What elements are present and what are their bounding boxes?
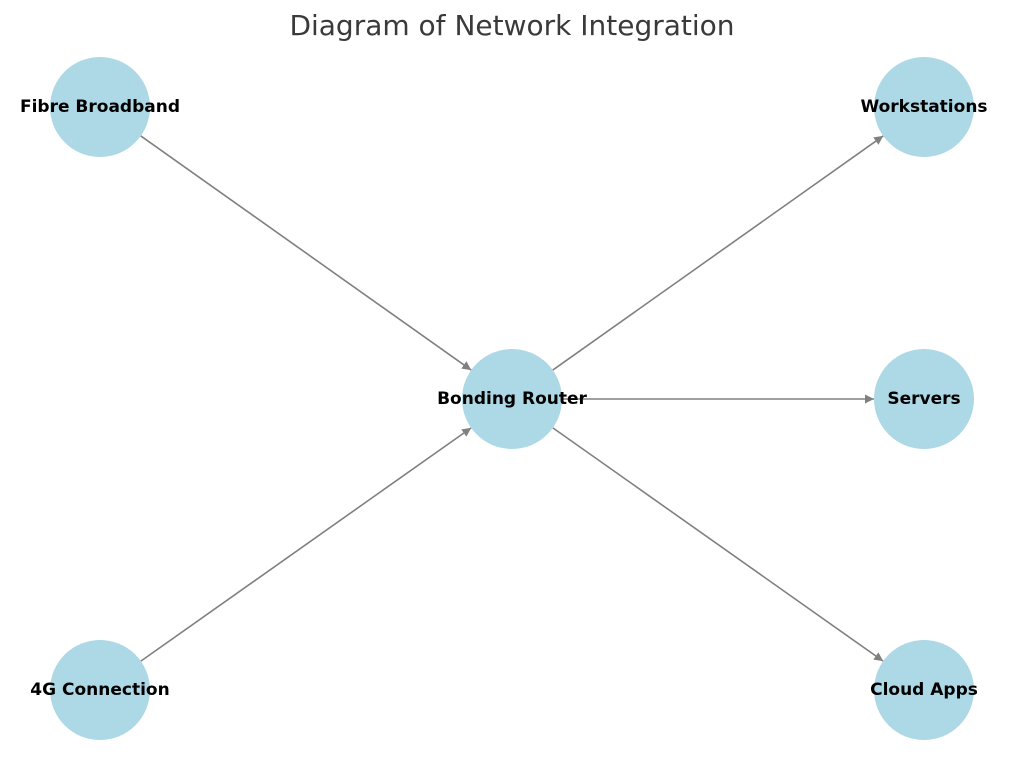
diagram-title: Diagram of Network Integration [289, 9, 734, 42]
node-label-router: Bonding Router [437, 389, 587, 409]
node-circle-fibre [50, 57, 150, 157]
node-label-g4: 4G Connection [30, 680, 169, 700]
node-circle-router [462, 349, 562, 449]
node-circle-g4 [50, 640, 150, 740]
node-circle-workstations [874, 57, 974, 157]
node-router: Bonding Router [437, 349, 588, 449]
node-workstations: Workstations [860, 57, 988, 157]
edge-router-to-workstations [552, 135, 884, 371]
node-label-servers: Servers [887, 389, 960, 409]
node-fibre: Fibre Broadband [20, 57, 180, 157]
node-circle-servers [874, 349, 974, 449]
edge-fibre-to-router [140, 135, 472, 371]
edge-router-to-cloud [552, 427, 884, 662]
node-cloud: Cloud Apps [870, 640, 978, 740]
node-g4: 4G Connection [30, 640, 170, 740]
node-label-fibre: Fibre Broadband [20, 97, 180, 117]
node-label-workstations: Workstations [860, 97, 987, 117]
node-servers: Servers [874, 349, 974, 449]
node-circle-cloud [874, 640, 974, 740]
nodes-layer: Fibre Broadband 4G Connection Bonding Rout… [20, 57, 988, 740]
node-label-cloud: Cloud Apps [870, 680, 978, 700]
edge-g4-to-router [140, 427, 472, 662]
edges-layer [140, 135, 884, 662]
